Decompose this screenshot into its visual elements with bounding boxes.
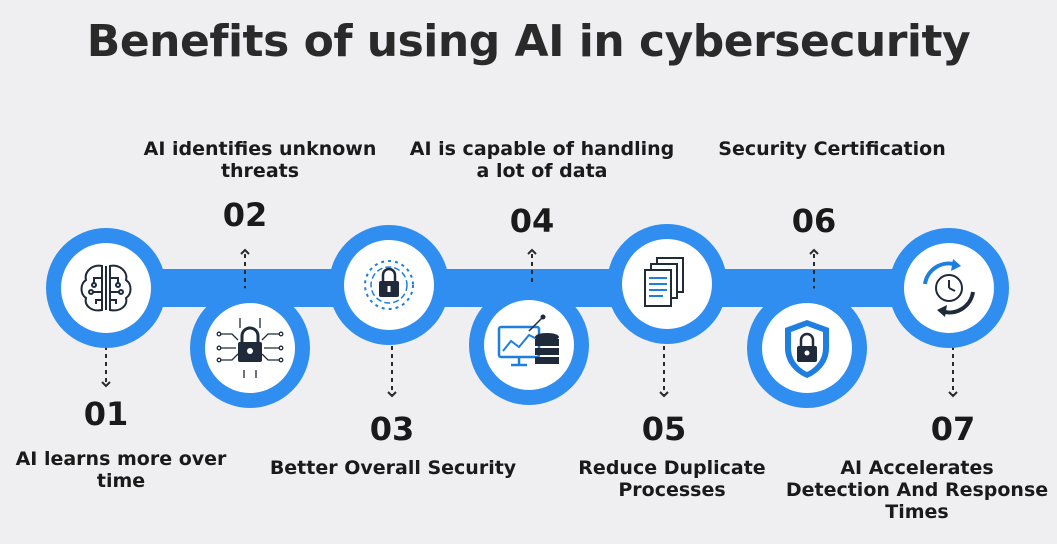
step-label-05: Reduce Duplicate Processes xyxy=(562,457,782,501)
step-label-01: AI learns more over time xyxy=(6,448,236,492)
label-line: threats xyxy=(220,160,300,182)
step-circles xyxy=(46,224,1009,408)
page-title: Benefits of using AI in cybersecurity xyxy=(86,16,971,67)
label-line: time xyxy=(96,470,146,492)
label-line: AI learns more over xyxy=(15,448,227,470)
monitor-database-icon xyxy=(497,314,559,367)
step-label-04: AI is capable of handling a lot of data xyxy=(396,138,688,182)
label-line: Reduce Duplicate xyxy=(578,457,766,479)
step-number-05: 05 xyxy=(641,410,687,448)
step-number-04: 04 xyxy=(509,202,555,240)
step-number-03: 03 xyxy=(369,410,415,448)
shield-lock-icon xyxy=(785,320,829,378)
step-label-03: Better Overall Security xyxy=(262,457,524,479)
step-number-01: 01 xyxy=(83,395,129,433)
digital-padlock-icon xyxy=(364,260,414,310)
step-label-07: AI Accelerates Detection And Response Ti… xyxy=(782,457,1052,523)
step-label-06: Security Certification xyxy=(704,138,960,160)
label-line: Processes xyxy=(618,479,726,501)
label-line: a lot of data xyxy=(476,160,608,182)
clock-cycle-icon xyxy=(923,259,975,317)
step-label-02: AI identifies unknown threats xyxy=(130,138,390,182)
step-number-07: 07 xyxy=(930,410,976,448)
brain-circuit-icon xyxy=(80,264,132,312)
documents-icon xyxy=(644,257,684,307)
label-line: AI Accelerates xyxy=(840,457,994,479)
step-number-02: 02 xyxy=(222,196,268,234)
label-line: Times xyxy=(885,501,949,523)
step-number-06: 06 xyxy=(791,202,837,240)
connector-arrows xyxy=(101,248,958,398)
label-line: AI identifies unknown xyxy=(143,138,377,160)
label-line: Detection And Response xyxy=(785,479,1049,501)
label-line: Better Overall Security xyxy=(269,457,517,479)
label-line: Security Certification xyxy=(718,138,946,160)
label-line: AI is capable of handling xyxy=(409,138,675,160)
chip-padlock-icon xyxy=(216,318,284,378)
